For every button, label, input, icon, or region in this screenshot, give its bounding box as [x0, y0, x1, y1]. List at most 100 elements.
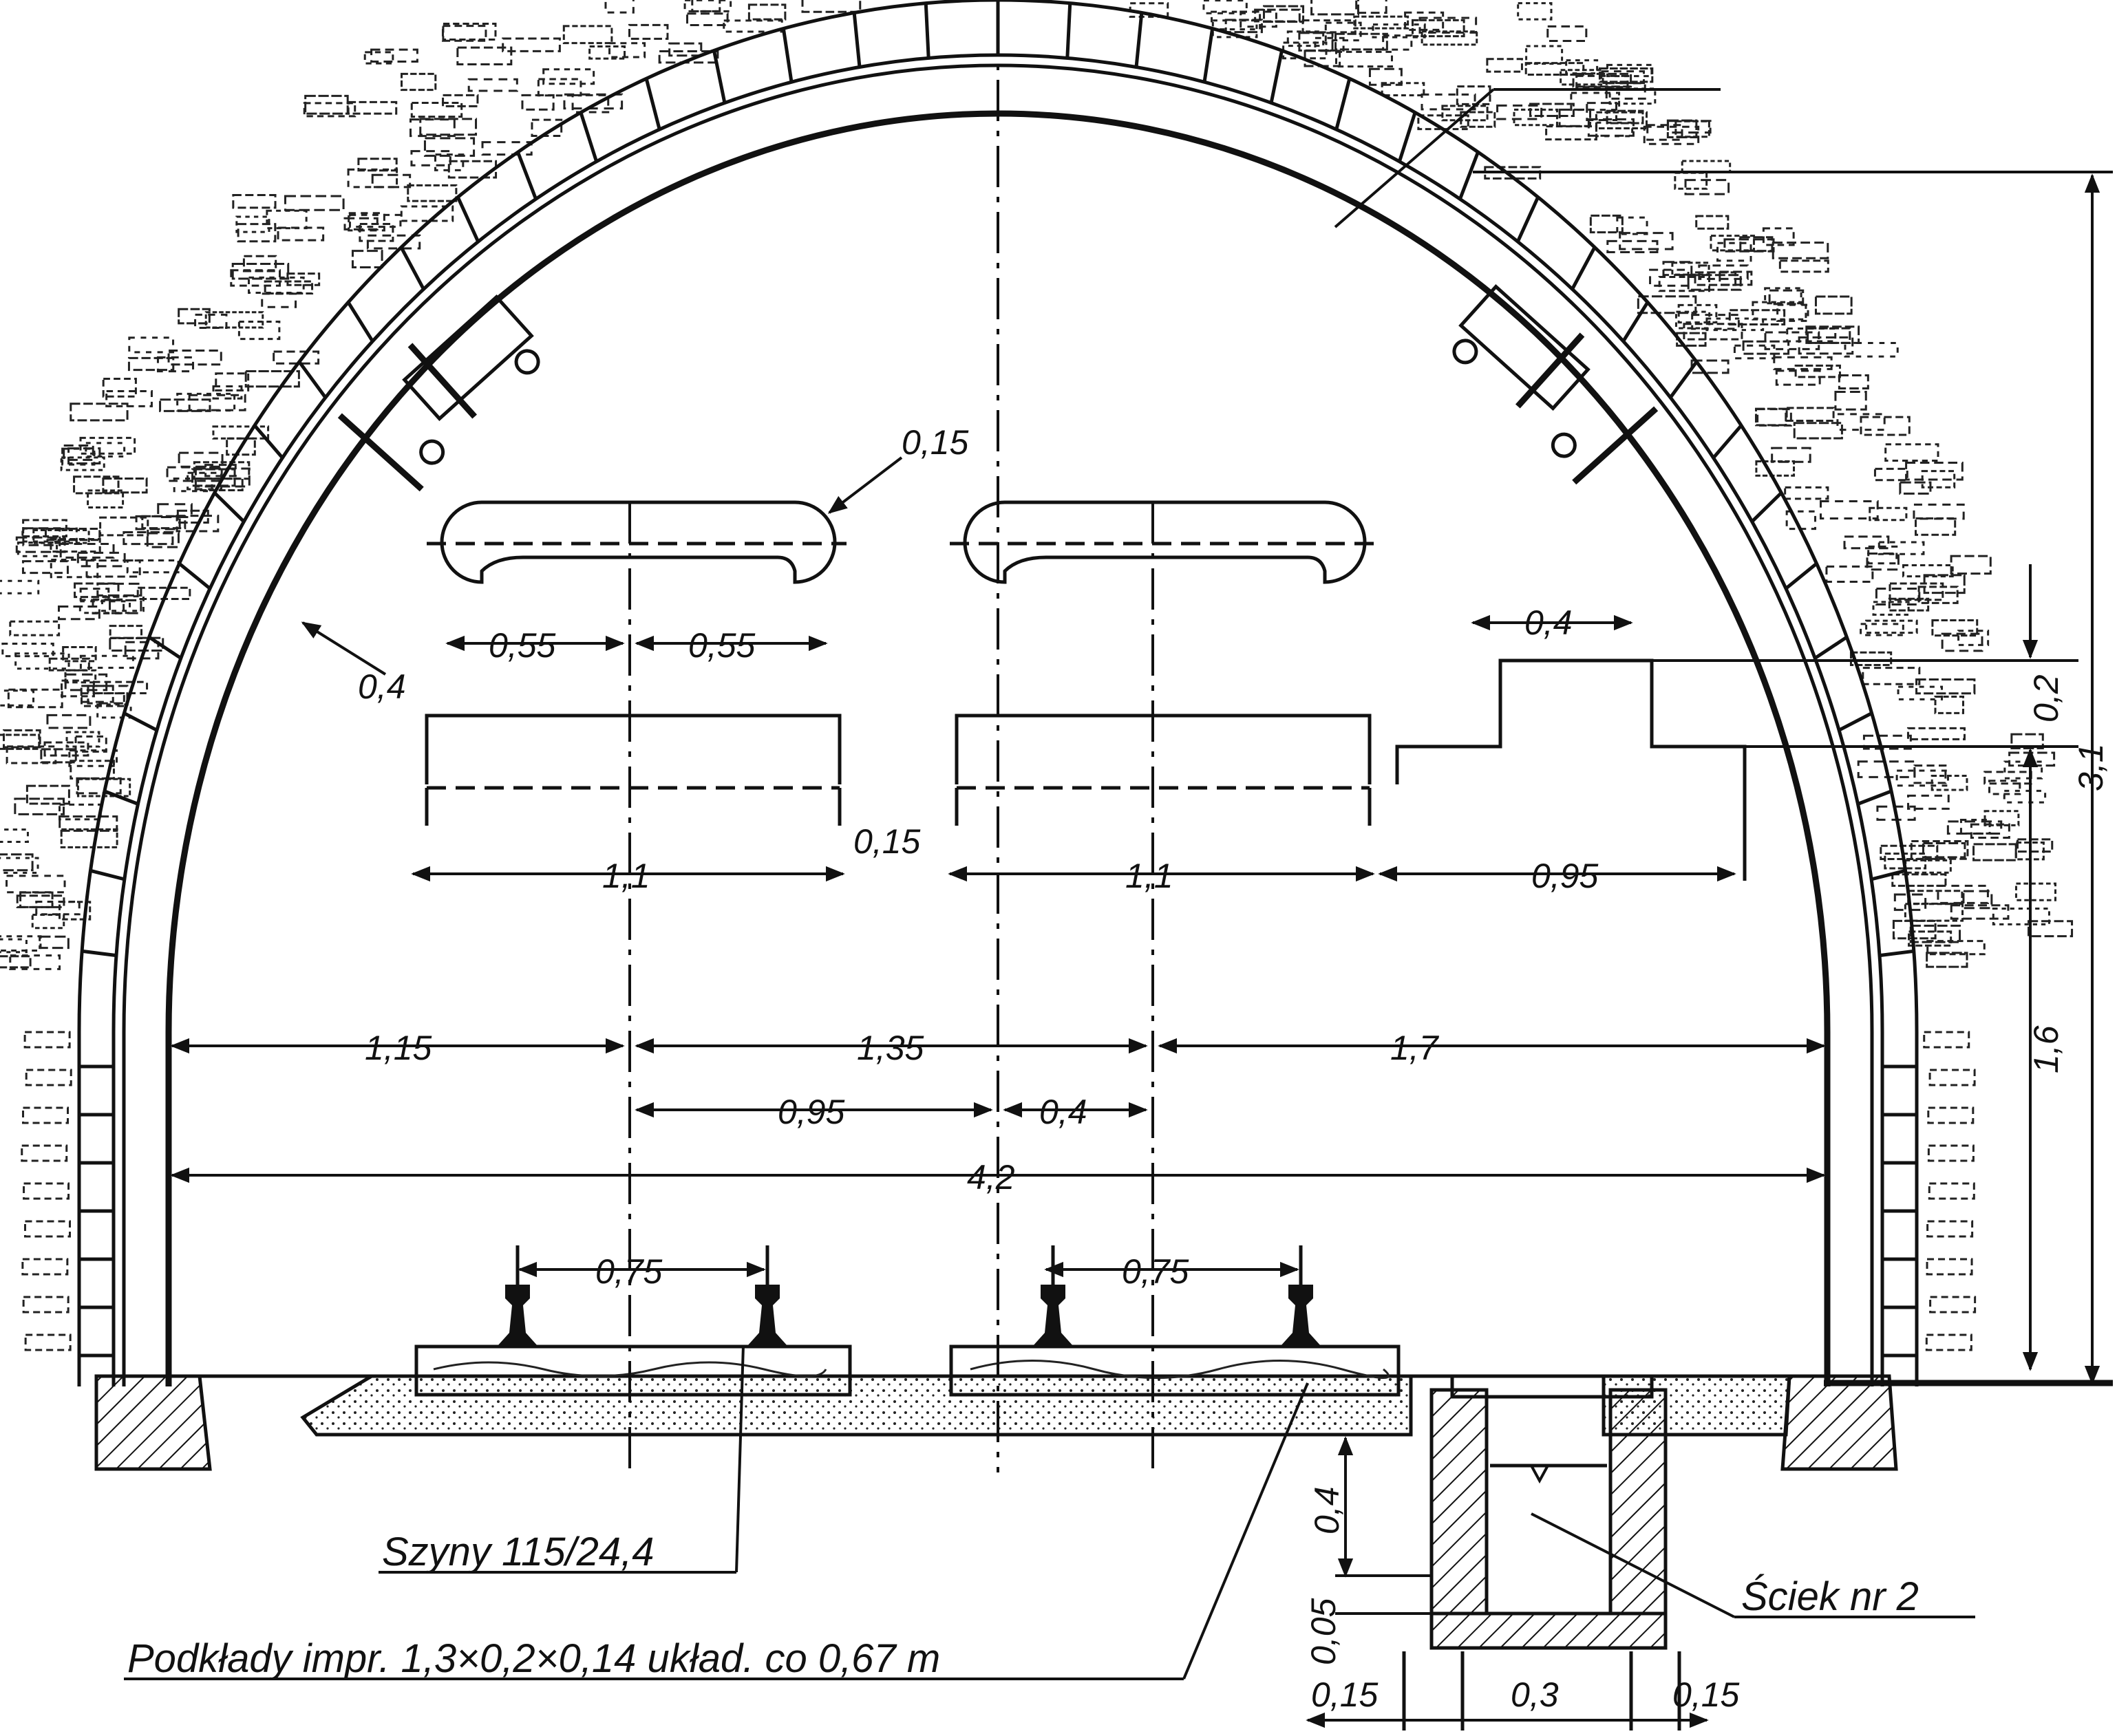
backfill-brick	[1930, 774, 1968, 791]
backfill-brick	[441, 25, 487, 42]
backfill-brick	[21, 527, 78, 543]
car-profile-right	[955, 714, 1372, 826]
backfill-brick	[1992, 907, 2050, 925]
lagging-block-joint	[1712, 424, 1743, 459]
backfill-brick	[1764, 287, 1802, 305]
backfill-brick	[187, 471, 223, 491]
backfill-brick	[1677, 303, 1718, 324]
backfill-brick	[359, 222, 394, 242]
backfill-brick	[6, 875, 66, 894]
lagging-block-joint	[1269, 50, 1284, 103]
backfill-brick	[78, 600, 131, 614]
lagging-block-joint	[516, 151, 538, 200]
backfill-brick	[58, 815, 118, 832]
backfill-brick	[1695, 215, 1730, 230]
backfill-brick	[1667, 120, 1712, 134]
backfill-brick	[1768, 289, 1805, 306]
backfill-brick	[1674, 120, 1710, 138]
backfill-brick	[1705, 317, 1765, 332]
backfill-brick	[1860, 623, 1904, 636]
backfill-brick	[1869, 506, 1908, 522]
lagging-block-joint	[852, 12, 862, 67]
backfill-brick	[1558, 108, 1592, 127]
backfill-brick	[1917, 586, 1959, 604]
backfill-brick	[357, 158, 398, 172]
backfill-brick	[19, 891, 54, 908]
dim-car-width-right: 1,1	[1125, 857, 1173, 895]
backfill-brick	[1899, 481, 1932, 495]
backfill-brick	[1902, 564, 1954, 578]
backfill-brick	[1909, 924, 1961, 943]
backfill-brick	[419, 118, 478, 136]
backfill-brick	[96, 703, 132, 719]
backfill-brick	[21, 1144, 68, 1162]
backfill-brick	[723, 19, 783, 33]
backfill-brick	[264, 280, 314, 294]
backfill-brick	[1202, 0, 1248, 14]
backfill-brick	[1931, 619, 1979, 637]
dimension-lines	[124, 88, 2113, 1730]
backfill-brick	[176, 392, 236, 412]
backfill-brick	[1814, 295, 1853, 315]
backfill-brick	[588, 45, 626, 60]
backfill-brick	[92, 681, 149, 694]
backfill-brick	[1934, 695, 1965, 714]
lagging-block-joint	[1065, 3, 1072, 58]
dim-total-height: 3,1	[2072, 743, 2110, 791]
backfill-brick	[2003, 760, 2043, 780]
backfill-brick	[2016, 838, 2054, 853]
backfill-brick	[21, 1258, 69, 1276]
backfill-brick	[351, 250, 383, 268]
backfill-brick	[17, 542, 58, 557]
backfill-brick	[79, 588, 110, 601]
backfill-brick	[1983, 810, 2020, 826]
backfill-brick	[1565, 59, 1599, 75]
backfill-brick	[304, 94, 349, 115]
backfill-brick	[1915, 517, 1957, 536]
backfill-brick	[1784, 486, 1829, 500]
backfill-brick	[1775, 369, 1821, 386]
backfill-brick	[1862, 734, 1912, 750]
lagging-block-joint	[253, 424, 284, 459]
lagging-block-joint	[178, 562, 211, 590]
backfill-brick	[1962, 890, 1993, 910]
backfill-brick	[1353, 15, 1409, 30]
backfill-brick	[1884, 853, 1927, 870]
backfill-brick	[74, 735, 107, 753]
backfill-brick	[1771, 447, 1811, 463]
backfill-brick	[1988, 780, 2021, 795]
lagging-block-joint	[712, 50, 727, 103]
lagging-block-joint	[1879, 949, 1915, 958]
lagging-blocks	[79, 0, 1917, 1358]
backfill-brick	[571, 94, 610, 114]
dim-rail-gauge-right: 0,75	[1122, 1252, 1189, 1291]
backfill-brick	[531, 118, 563, 138]
backfill-brick	[61, 447, 96, 466]
backfill-brick	[410, 150, 451, 167]
lagging-block-joint	[1669, 361, 1699, 399]
backfill-brick	[194, 313, 228, 329]
backfill-brick	[1972, 843, 2017, 861]
backfill-brick	[1525, 45, 1564, 65]
backfill-brick	[65, 731, 100, 748]
backfill-brick	[21, 560, 69, 575]
rib-joint-clamps	[337, 284, 1659, 492]
backfill-brick	[85, 559, 141, 578]
dim-offset-right: 0,4	[1039, 1093, 1087, 1131]
backfill-brick	[1865, 619, 1918, 634]
backfill-brick	[35, 901, 81, 916]
lagging-block-joint	[1202, 28, 1215, 83]
backfill-brick	[1517, 2, 1553, 21]
backfill-brick	[521, 94, 555, 111]
backfill-brick	[1381, 82, 1425, 97]
backfill-brick	[1906, 727, 1966, 740]
backfill-brick	[1262, 5, 1305, 23]
backfill-brick	[1587, 118, 1635, 137]
lagging-block-joint	[1516, 196, 1540, 243]
backfill-brick	[102, 477, 148, 494]
backfill-brick	[237, 321, 281, 341]
backfill-brick	[178, 308, 211, 325]
backfill-brick	[1314, 36, 1345, 52]
backfill-brick	[442, 23, 497, 41]
backfill-brick	[215, 372, 250, 392]
